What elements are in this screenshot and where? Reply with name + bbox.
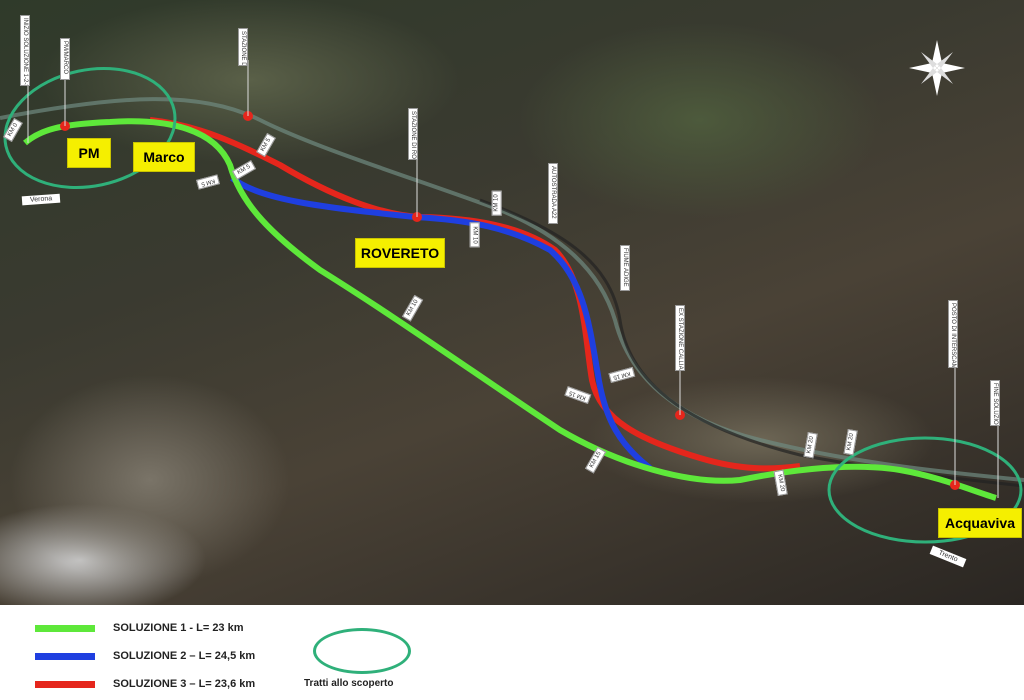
legend-label: SOLUZIONE 3 – L= 23,6 km xyxy=(113,678,256,690)
legend-item-solution-3: SOLUZIONE 3 – L= 23,6 km xyxy=(35,678,255,690)
place-tag-pm: PM xyxy=(67,138,111,168)
satellite-map: PM Marco ROVERETO Acquaviva Verona Trent… xyxy=(0,0,1024,605)
route-overlay xyxy=(0,40,1024,544)
station-label: POSTO DI INTERSCAMBIO TRA RICONVALAZIONE… xyxy=(948,300,958,368)
place-tag-rovereto: ROVERETO xyxy=(355,238,445,268)
legend-item-solution-1: SOLUZIONE 1 - L= 23 km xyxy=(35,622,244,634)
legend-label: SOLUZIONE 2 – L= 24,5 km xyxy=(113,650,256,662)
station-label: STAZIONE DI MORI km 66+914 L.S. xyxy=(238,28,248,66)
km-marker: KM 10 xyxy=(469,222,480,248)
station-leaders xyxy=(27,60,999,498)
station-label: FINE SOLUZIONE 1-2-3 km 85+200 L.S. xyxy=(990,380,1000,426)
place-tag-marco: Marco xyxy=(133,142,195,172)
route-solution-3 xyxy=(149,117,801,472)
station-label: EX STAZIONE CALLIANO xyxy=(675,305,685,371)
legend-label: SOLUZIONE 1 - L= 23 km xyxy=(113,622,244,634)
station-label: FIUME ADIGE xyxy=(620,245,630,291)
station-label: AUTOSTRADA A22 xyxy=(548,163,558,224)
route-solution-1 xyxy=(23,118,997,501)
route-solution-2 xyxy=(230,175,652,471)
open-section-east xyxy=(827,436,1023,544)
legend-item-solution-2: SOLUZIONE 2 – L= 24,5 km xyxy=(35,650,255,662)
place-tag-acquaviva: Acquaviva xyxy=(938,508,1022,538)
legend-open-section-label: Tratti allo scoperto xyxy=(304,678,394,689)
km-marker: KM 10 xyxy=(491,190,502,216)
compass-icon xyxy=(909,40,965,96)
station-label: PM/MARCO xyxy=(60,38,70,80)
legend-swatch-red xyxy=(35,680,95,688)
station-label: STAZIONE DI ROVERETO km 71+219 L.S. xyxy=(408,108,418,160)
station-label: INIZIO SOLUZIONE 1-2-3 km 62+380 L.S. xyxy=(20,15,30,86)
station-markers xyxy=(60,111,960,490)
river-adige xyxy=(0,97,1024,482)
legend-swatch-green xyxy=(35,624,95,632)
open-section-west xyxy=(3,67,177,189)
legend-open-section-ellipse xyxy=(313,628,411,674)
legend-swatch-blue xyxy=(35,652,95,660)
